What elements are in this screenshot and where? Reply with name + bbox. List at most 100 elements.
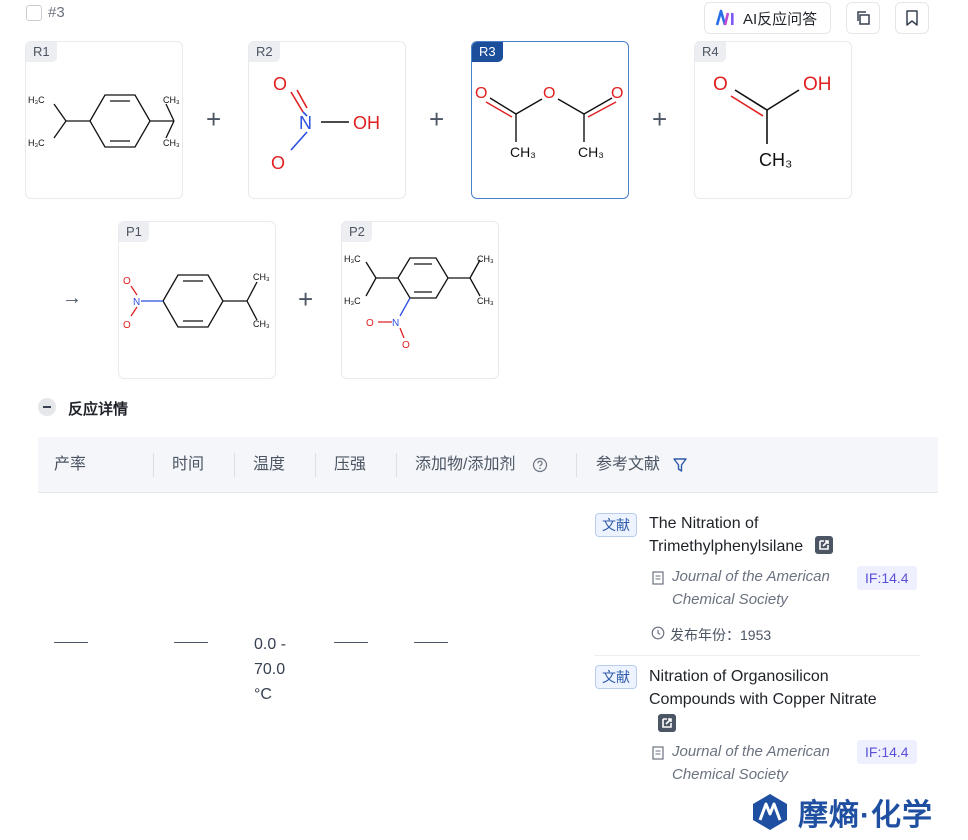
pressure-empty-value (334, 642, 368, 643)
external-link-icon[interactable] (657, 713, 677, 733)
svg-text:O: O (713, 74, 728, 95)
svg-text:O: O (611, 85, 623, 102)
reference-title-line[interactable]: Nitration of Organosilicon (649, 668, 829, 685)
reactant-card-r1[interactable]: R1 H₃C H₃C CH₃ CH₃ (25, 41, 183, 199)
product-card-p2[interactable]: P2 H₃C H₃C CH₃ CH₃ O N O (341, 221, 499, 379)
reactant-tag: R3 (472, 42, 503, 62)
temperature-unit: °C (254, 686, 272, 703)
svg-text:CH₃: CH₃ (163, 95, 180, 105)
svg-text:O: O (123, 276, 131, 287)
reference-divider (594, 655, 920, 656)
reactant-tag: R2 (249, 42, 280, 62)
section-title: 反应详情 (68, 401, 129, 418)
select-checkbox[interactable] (26, 5, 42, 21)
column-header-additive: 添加物/添加剂 (415, 456, 516, 473)
svg-text:H₃C: H₃C (28, 95, 45, 105)
svg-text:H₃C: H₃C (344, 296, 361, 306)
external-link-icon[interactable] (814, 535, 834, 555)
svg-text:CH₃: CH₃ (759, 150, 792, 170)
svg-text:CH₃: CH₃ (477, 254, 494, 264)
clock-icon (651, 626, 665, 640)
column-header-pressure: 压强 (334, 456, 367, 473)
journal-name: Journal of the American Chemical Society (672, 740, 830, 786)
svg-text:CH₃: CH₃ (163, 138, 180, 148)
impact-factor-badge: IF:14.4 (857, 740, 917, 764)
temperature-line: 0.0 - (254, 636, 287, 653)
temperature-line: 70.0 (254, 661, 286, 678)
bookmark-button[interactable] (895, 2, 929, 34)
svg-text:CH₃: CH₃ (253, 272, 270, 282)
temperature-value: 0.0 - 70.0 °C (254, 632, 286, 707)
reference-type-badge: 文献 (595, 665, 637, 689)
column-header-temperature: 温度 (253, 456, 286, 473)
reactant-card-r2[interactable]: R2 O N OH O (248, 41, 406, 199)
svg-text:H₃C: H₃C (28, 138, 45, 148)
journal-line: Chemical Society (672, 766, 788, 783)
column-divider (396, 453, 397, 477)
column-divider (153, 453, 154, 477)
reference-title-line[interactable]: The Nitration of (649, 515, 759, 532)
reference-title-line[interactable]: Trimethylphenylsilane (649, 538, 804, 555)
impact-factor-badge: IF:14.4 (857, 566, 917, 590)
column-header-time: 时间 (172, 456, 205, 473)
brand-watermark: 摩熵·化学 (750, 790, 933, 834)
molecule-structure-p1: O N O CH₃ CH₃ (123, 272, 270, 331)
reference-title[interactable]: The Nitration of Trimethylphenylsilane (649, 512, 834, 558)
plus-operator: + (429, 104, 445, 134)
additive-empty-value (414, 642, 448, 643)
journal-icon (652, 746, 664, 760)
svg-text:CH₃: CH₃ (477, 296, 494, 306)
svg-text:O: O (273, 74, 287, 94)
svg-text:H₃C: H₃C (344, 254, 361, 264)
column-divider (315, 453, 316, 477)
copy-icon (857, 11, 870, 25)
molecule-structure-r4: O OH CH₃ (713, 74, 832, 170)
yield-empty-value (54, 642, 88, 643)
svg-text:O: O (366, 318, 374, 329)
molecule-structure-r3: O O O CH₃ CH₃ (475, 85, 623, 160)
svg-text:OH: OH (803, 74, 832, 95)
journal-name: Journal of the American Chemical Society (672, 565, 830, 611)
reference-title-line[interactable]: Compounds with Copper Nitrate (649, 691, 877, 708)
reactant-tag: R4 (695, 42, 726, 62)
publish-year-label: 发布年份： (670, 627, 740, 643)
svg-text:O: O (271, 153, 285, 173)
publish-year-value: 1953 (740, 627, 772, 643)
molecule-structure-r1: H₃C H₃C CH₃ CH₃ (28, 94, 180, 148)
reactant-card-r3[interactable]: R3 O O O CH₃ CH₃ (471, 41, 629, 199)
svg-text:N: N (392, 318, 399, 329)
journal-line: Journal of the American (672, 568, 830, 585)
journal-icon (652, 571, 664, 585)
column-divider (234, 453, 235, 477)
filter-icon[interactable] (672, 457, 688, 473)
svg-text:O: O (123, 320, 131, 331)
reactant-tag: R1 (26, 42, 57, 62)
column-header-yield: 产率 (54, 456, 87, 473)
product-tag: P1 (119, 222, 149, 242)
svg-text:N: N (299, 113, 312, 133)
reference-title[interactable]: Nitration of Organosilicon Compounds wit… (649, 665, 877, 740)
svg-text:CH₃: CH₃ (578, 144, 604, 160)
svg-text:N: N (133, 297, 140, 308)
svg-text:CH₃: CH₃ (510, 144, 536, 160)
reaction-index: #3 (48, 4, 65, 21)
plus-operator: + (206, 104, 222, 134)
column-divider (576, 453, 577, 477)
column-header-references: 参考文献 (596, 456, 661, 473)
help-icon[interactable] (532, 457, 548, 473)
brand-logo-text: 摩熵·化学 (798, 799, 933, 832)
reference-type-badge: 文献 (595, 513, 637, 537)
product-tag: P2 (342, 222, 372, 242)
collapse-toggle-icon[interactable] (38, 398, 56, 416)
product-card-p1[interactable]: P1 O N O CH₃ CH₃ (118, 221, 276, 379)
brand-logo-icon (753, 794, 787, 830)
svg-text:O: O (543, 85, 555, 102)
bookmark-icon (906, 10, 918, 26)
ai-qa-button[interactable]: AI反应问答 (704, 2, 831, 34)
reactant-card-r4[interactable]: R4 O OH CH₃ (694, 41, 852, 199)
copy-button[interactable] (846, 2, 880, 34)
reaction-arrow: → (62, 287, 82, 309)
journal-line: Journal of the American (672, 743, 830, 760)
svg-text:CH₃: CH₃ (253, 319, 270, 329)
svg-text:O: O (402, 340, 410, 351)
